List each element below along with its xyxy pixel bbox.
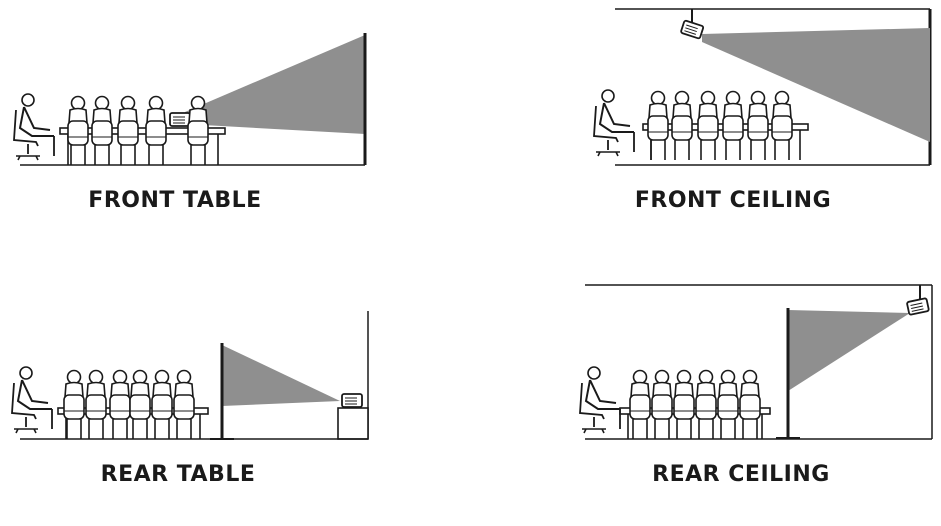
panel-label: REAR TABLE (100, 462, 256, 487)
rear-table-panel: REAR TABLE (0, 263, 470, 526)
person-icon (697, 90, 719, 161)
front-ceiling-panel: FRONT CEILING (470, 0, 941, 263)
person-icon (109, 369, 131, 440)
rear-ceiling-scene (579, 284, 933, 440)
front-table-scene (13, 33, 367, 166)
person-icon (67, 95, 89, 166)
rear-ceiling-panel: REAR CEILING (470, 263, 941, 526)
projection-beam (788, 310, 910, 391)
person-icon (717, 369, 739, 440)
person-icon (673, 369, 695, 440)
front-table-panel: FRONT TABLE (0, 0, 470, 263)
person-icon (771, 90, 793, 161)
projector-icon (169, 112, 191, 127)
person-icon (579, 366, 621, 434)
person-icon (629, 369, 651, 440)
panel-label: FRONT CEILING (634, 188, 832, 213)
panel-label: FRONT TABLE (88, 188, 262, 213)
person-icon (11, 366, 53, 434)
person-icon (145, 95, 167, 166)
person-icon (695, 369, 717, 440)
person-icon (722, 90, 744, 161)
projector-stand (337, 407, 369, 440)
person-icon (91, 95, 113, 166)
front-ceiling-scene (593, 8, 932, 166)
projection-beam (702, 28, 930, 142)
projector-icon (905, 297, 930, 316)
person-icon (129, 369, 151, 440)
rear-table-scene (11, 311, 369, 440)
projector-icon (679, 19, 705, 40)
person-icon (173, 369, 195, 440)
person-icon (63, 369, 85, 440)
person-icon (117, 95, 139, 166)
person-icon (739, 369, 761, 440)
projection-beam (185, 35, 365, 134)
person-icon (747, 90, 769, 161)
projector-icon (341, 393, 363, 408)
panel-label: REAR CEILING (652, 462, 830, 487)
person-icon (651, 369, 673, 440)
person-icon (647, 90, 669, 161)
person-icon (671, 90, 693, 161)
person-icon (85, 369, 107, 440)
person-icon (13, 93, 55, 161)
person-icon (593, 89, 635, 157)
projection-beam (222, 345, 340, 406)
person-icon (151, 369, 173, 440)
